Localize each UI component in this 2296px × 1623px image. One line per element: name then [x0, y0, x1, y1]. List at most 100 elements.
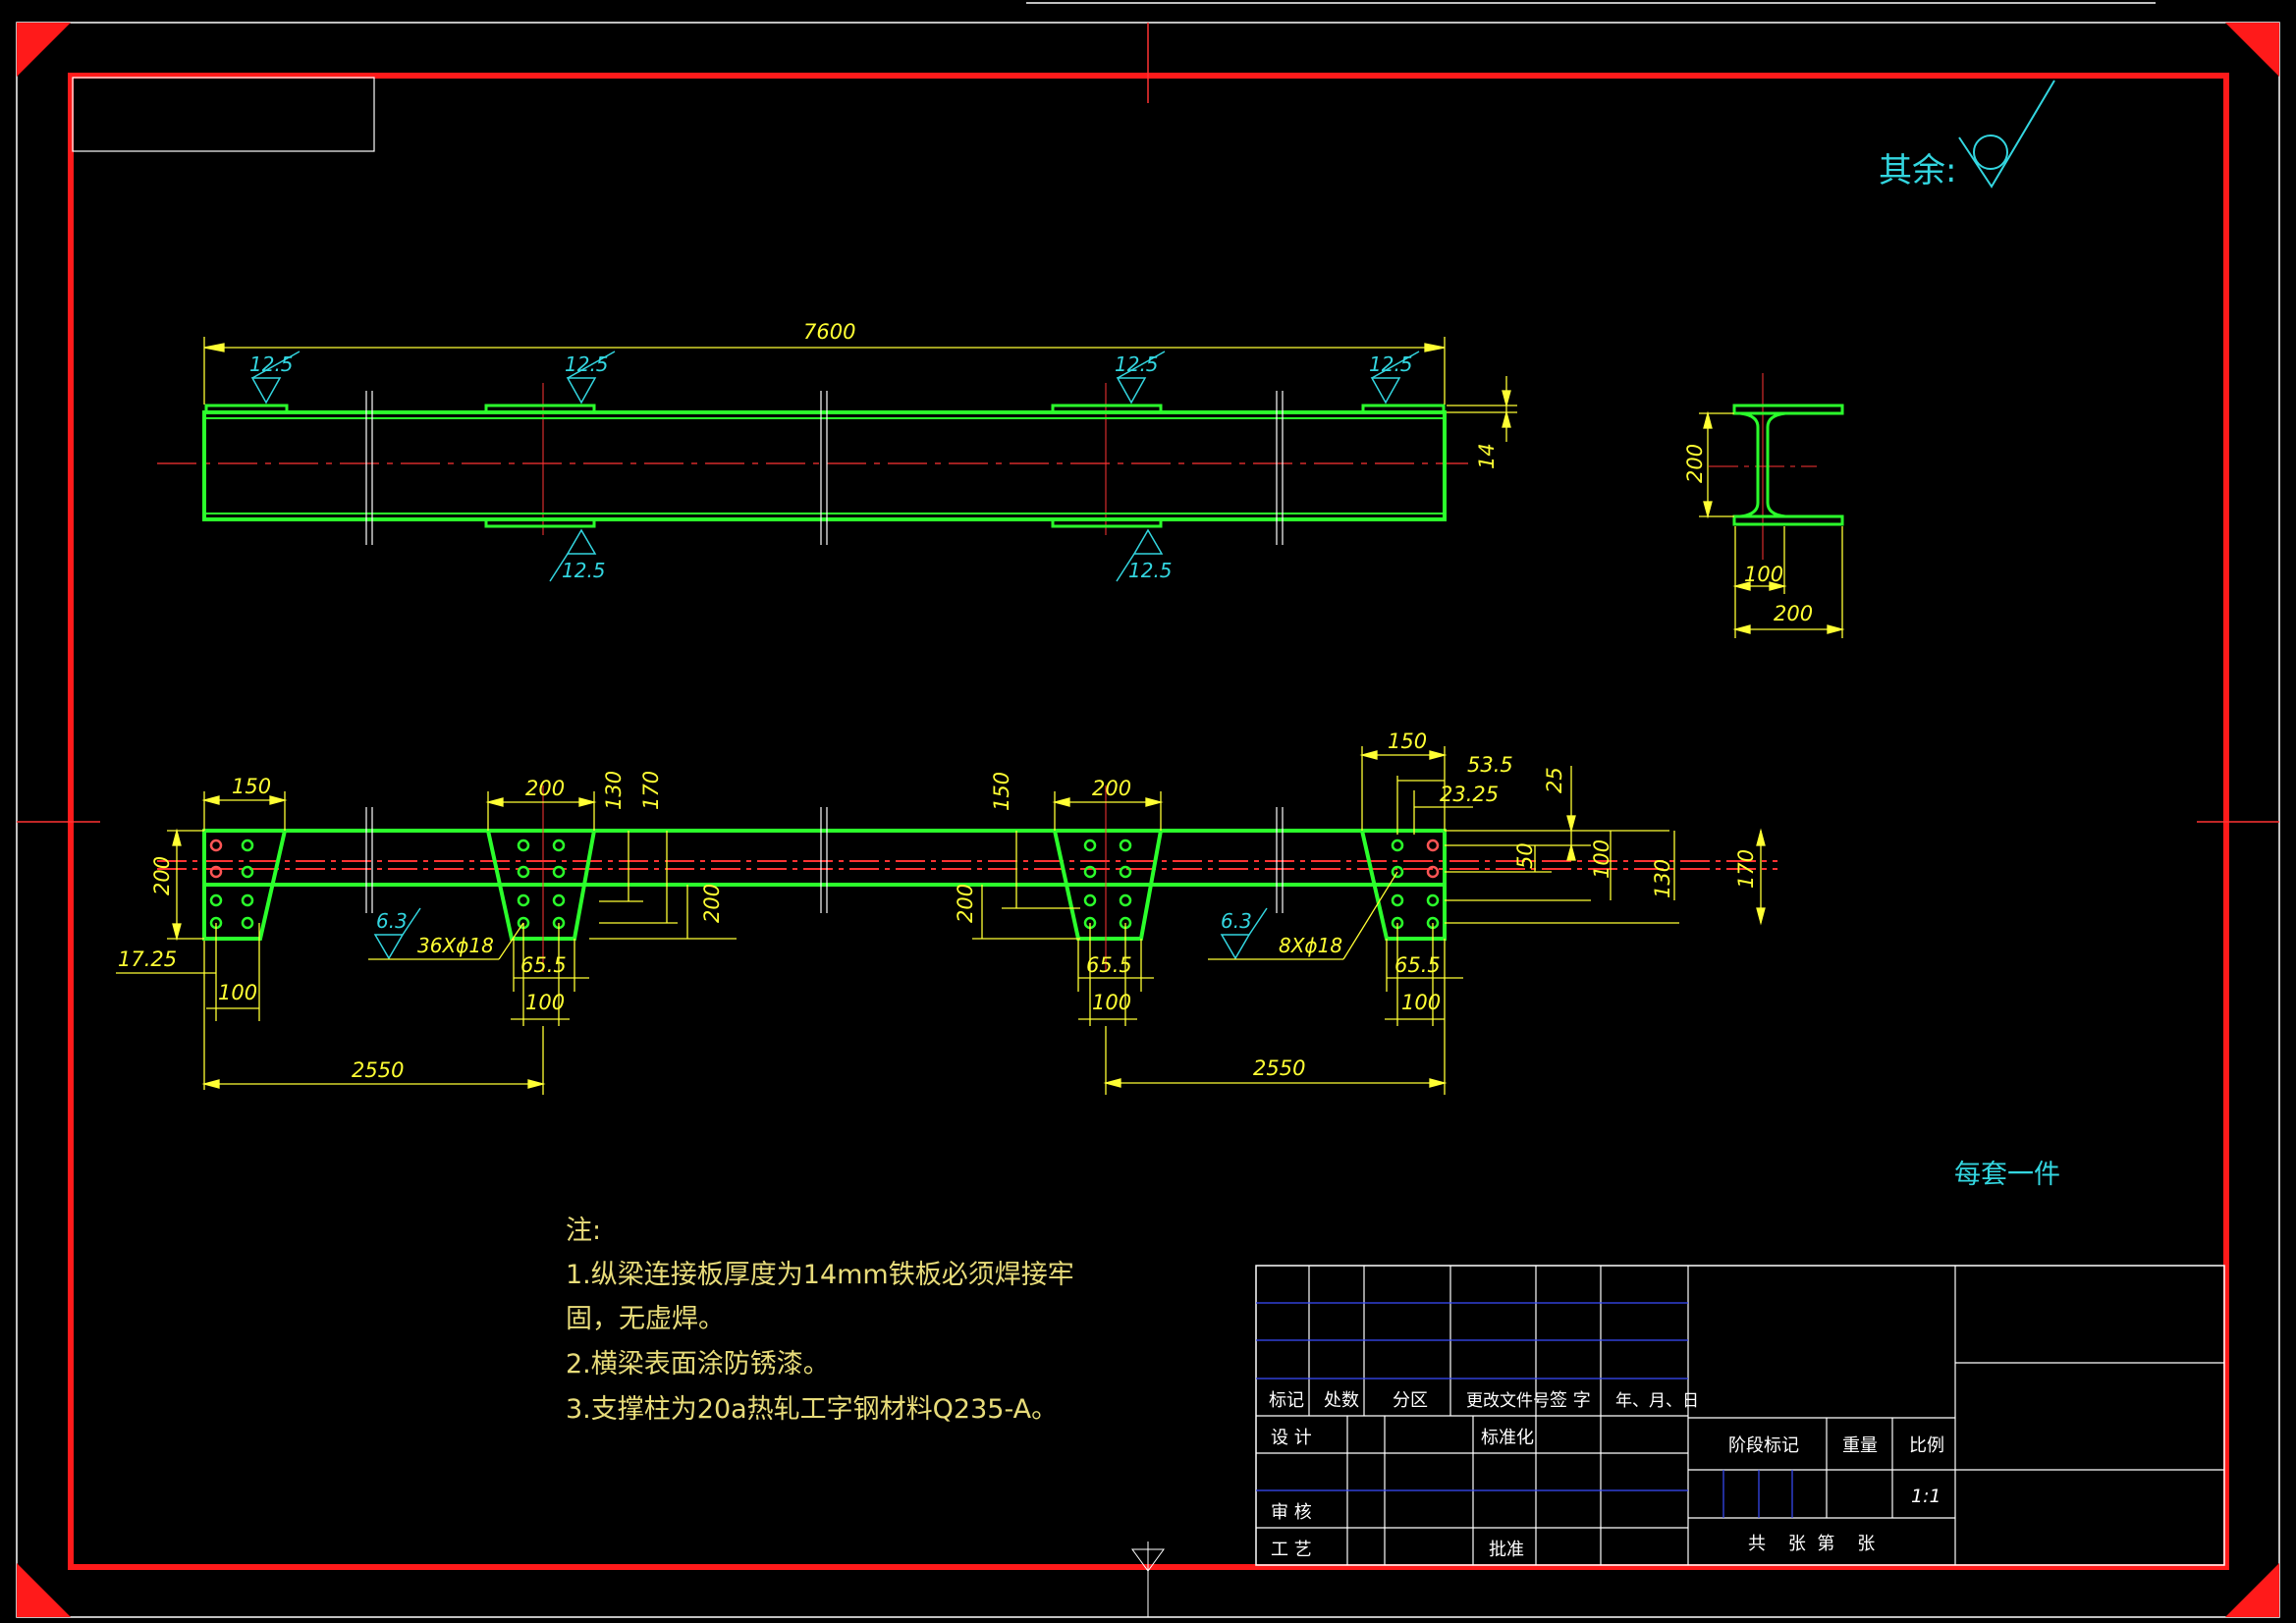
dim-plate1-height-text: 200 [150, 856, 174, 895]
sheets-label: 共 张 第 张 [1748, 1534, 1875, 1554]
plan-weld-right-text: 6.3 [1221, 909, 1252, 933]
section-bottom-flange [1732, 514, 1844, 526]
weld-top-2-text: 12.5 [565, 352, 609, 376]
rev-header-doc: 更改文件号 [1466, 1391, 1550, 1411]
dim-section-width-text: 200 [1774, 602, 1813, 625]
dim-plate2-holegap-text: 65.5 [520, 953, 567, 977]
dims-spacing [201, 1078, 1448, 1089]
dim-plate1-width-text: 150 [232, 775, 271, 798]
orientation-arrow [1131, 1548, 1165, 1572]
dim-plate4-50-text: 50 [1513, 842, 1537, 869]
technical-notes: 注: 1.纵梁连接板厚度为14mm铁板必须焊接牢 固，无虚焊。 2.横梁表面涂防… [566, 1216, 1074, 1425]
corner-mark-tl [17, 23, 71, 77]
dim-plate3-width-text: 200 [1092, 777, 1131, 800]
front-break-lines [365, 391, 1284, 545]
dim-plate4-170-text: 170 [1734, 849, 1758, 889]
dim-plate3-holegap-text: 65.5 [1086, 953, 1132, 977]
front-plate-top-2 [484, 404, 596, 414]
code-box [72, 77, 375, 152]
dim-plate4-23-text: 23.25 [1440, 783, 1499, 806]
weld-bottom-2-text: 12.5 [1128, 559, 1173, 582]
dim-spacing-left-text: 2550 [352, 1058, 404, 1082]
dims-plate-2 [485, 791, 737, 1095]
finish-circle-icon [1973, 135, 2008, 170]
dim-plate4-100-text: 100 [1590, 839, 1613, 879]
hole-callout-left-text: 36Xϕ18 [417, 934, 494, 957]
front-view: 7600 14 12.5 12.5 12.5 12.5 12.5 12.5 [157, 320, 1517, 582]
dim-overall-length [203, 337, 1446, 405]
title-block-subgrid [1256, 1302, 1793, 1518]
rev-header-count: 处数 [1324, 1390, 1359, 1411]
dims-plate-3 [972, 791, 1164, 1095]
dim-plate2-130-text: 130 [602, 771, 626, 810]
dim-section-height-text: 200 [1683, 444, 1707, 483]
note-line-2: 固，无虚焊。 [566, 1304, 725, 1334]
dim-section-half-width-text: 100 [1744, 563, 1783, 586]
plan-plate-1 [202, 829, 288, 941]
weld-bottom-1-text: 12.5 [562, 559, 606, 582]
dim-thickness-text: 14 [1475, 443, 1499, 469]
drawing-frame [16, 2, 2280, 1618]
dims-plate-4 [1359, 746, 1766, 1095]
front-plate-top-3 [1051, 404, 1163, 414]
dim-plate4-130-text: 130 [1651, 859, 1674, 898]
section-view: 200 100 200 [1683, 373, 1845, 638]
scale-label: 比例 [1909, 1435, 1944, 1456]
design-label: 设 计 [1271, 1428, 1312, 1448]
dim-plate1-holespan-text: 100 [218, 981, 257, 1004]
standardize-label: 标准化 [1481, 1428, 1534, 1448]
weight-label: 重量 [1842, 1435, 1878, 1456]
dim-plate2-width-text: 200 [525, 777, 565, 800]
surface-finish-symbol: 其余: [1879, 80, 2055, 190]
weld-top-1-text: 12.5 [249, 352, 294, 376]
plan-weld-left-text: 6.3 [376, 909, 408, 933]
weld-top-3-text: 12.5 [1115, 352, 1159, 376]
notes-heading: 注: [566, 1216, 601, 1246]
weld-top-4-text: 12.5 [1369, 352, 1413, 376]
finish-check-icon [1958, 80, 2055, 189]
plan-weld-symbols [373, 907, 1268, 960]
scale-value: 1:1 [1911, 1486, 1941, 1507]
dim-section-width [1732, 526, 1845, 638]
hole-callout-leaders [368, 871, 1398, 960]
note-line-4: 3.支撑柱为20a热轧工字钢材料Q235-A。 [566, 1394, 1058, 1425]
process-label: 工 艺 [1271, 1540, 1312, 1560]
rev-header-zone: 分区 [1393, 1390, 1428, 1411]
weld-symbols-bottom [549, 528, 1164, 582]
note-line-1: 1.纵梁连接板厚度为14mm铁板必须焊接牢 [566, 1260, 1074, 1290]
dim-plate3-holespan-text: 100 [1092, 991, 1131, 1014]
surface-finish-label: 其余: [1879, 151, 1956, 190]
note-line-3: 2.横梁表面涂防锈漆。 [566, 1349, 830, 1380]
dim-plate1-offset-text: 17.25 [118, 947, 177, 971]
front-plate-bottom-2 [484, 517, 596, 528]
rev-header-mark: 标记 [1269, 1390, 1304, 1411]
dim-plate4-25-text: 25 [1543, 767, 1566, 793]
corner-mark-bl [17, 1563, 71, 1617]
section-web [1739, 411, 1786, 518]
dim-plate2-holespan-text: 100 [525, 991, 565, 1014]
approve-label: 批准 [1489, 1540, 1524, 1560]
review-label: 审 核 [1271, 1502, 1312, 1523]
dim-overall-length-text: 7600 [803, 320, 855, 344]
section-top-flange [1732, 404, 1844, 415]
corner-mark-tr [2225, 23, 2279, 77]
front-plate-top-1 [204, 404, 289, 414]
front-plate-top-4 [1361, 404, 1446, 414]
quantity-note: 每套一件 [1954, 1160, 2060, 1190]
corner-mark-br [2225, 1563, 2279, 1617]
plan-break-lines [365, 807, 1284, 913]
weld-symbols-top [250, 351, 1420, 405]
dim-plate4-holespan-text: 100 [1401, 991, 1441, 1014]
dim-plate3-200-text: 200 [954, 884, 977, 923]
dims-plate-1 [116, 791, 288, 1090]
front-plate-bottom-3 [1051, 517, 1163, 528]
dim-spacing-right-text: 2550 [1253, 1056, 1305, 1080]
dim-plate4-width-text: 150 [1388, 730, 1427, 753]
plan-view: 150 200 17.25 100 200 130 170 200 65.5 1… [116, 730, 1777, 1095]
dim-plate2-170-text: 170 [639, 771, 663, 810]
dim-plate3-150-text: 150 [990, 772, 1013, 811]
beam-outline [202, 410, 1447, 521]
hole-callout-right-text: 8Xϕ18 [1279, 934, 1342, 957]
